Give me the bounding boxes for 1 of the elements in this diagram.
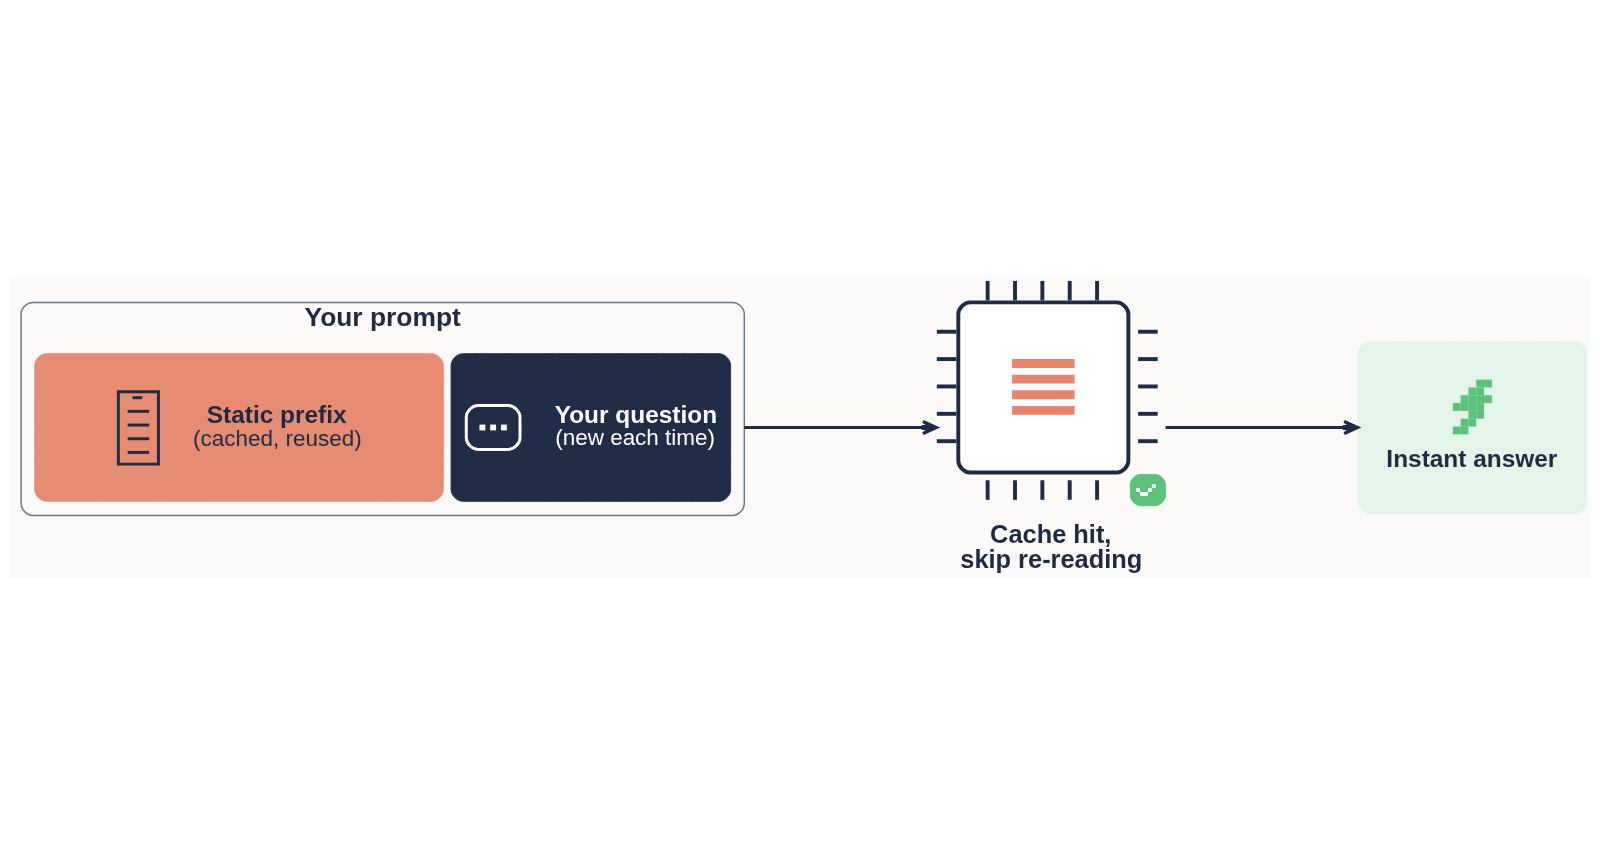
node-label: Cache hit, skip re-reading bbox=[960, 519, 1143, 573]
